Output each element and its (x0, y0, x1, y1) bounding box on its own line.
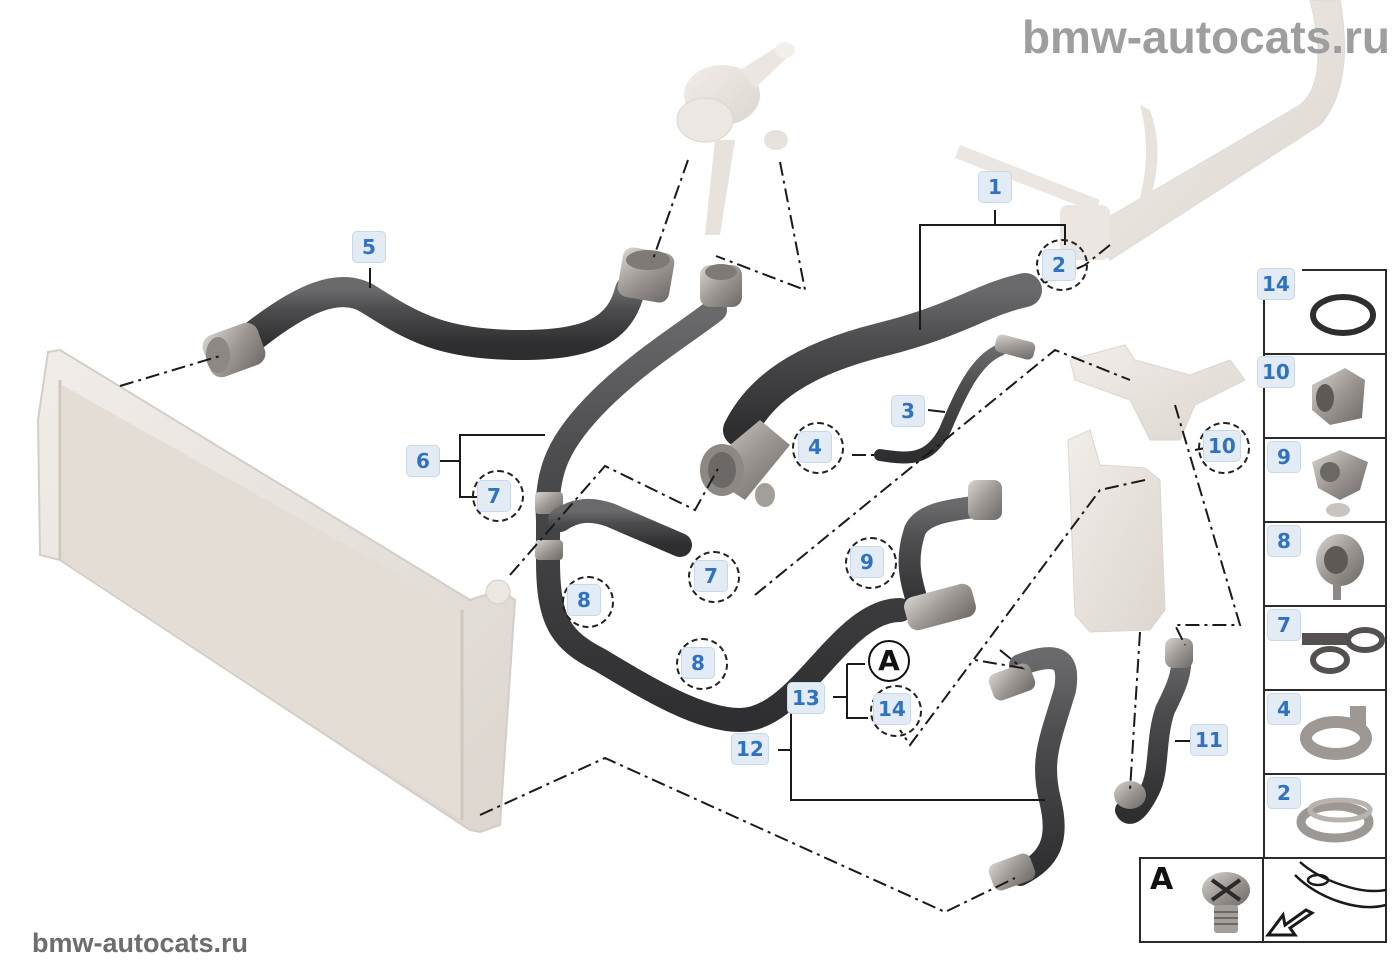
o-ring-icon (1310, 294, 1376, 336)
callout-4[interactable]: 4 (798, 431, 832, 463)
legend-callout-14[interactable]: 14 (1257, 268, 1295, 300)
thermostat-housing (676, 42, 795, 235)
hose-7-branch[interactable] (548, 498, 692, 557)
legend-detail-a-label: A (1150, 862, 1174, 897)
spring-clamp-icon (1296, 797, 1374, 843)
callout-2[interactable]: 2 (1042, 249, 1076, 281)
hose-3[interactable] (874, 333, 1037, 464)
callout-10[interactable]: 10 (1203, 430, 1241, 462)
hose-9[interactable] (898, 480, 1002, 632)
clip-pin-icon (1312, 450, 1368, 517)
bleed-screw-icon (1202, 872, 1250, 933)
legend-callout-4[interactable]: 4 (1267, 693, 1301, 725)
front-of-vehicle-arrow-icon (1265, 861, 1387, 937)
legend-callout-2[interactable]: 2 (1267, 777, 1301, 809)
hose-5[interactable] (199, 246, 676, 381)
callout-14[interactable]: 14 (873, 693, 911, 725)
watermark-top: bmw-autocats.ru (1021, 11, 1390, 63)
callout-12[interactable]: 12 (731, 733, 769, 765)
callout-6[interactable]: 6 (406, 445, 440, 477)
callout-9[interactable]: 9 (850, 546, 884, 578)
legend-callout-10[interactable]: 10 (1257, 356, 1295, 388)
hose-12[interactable] (987, 647, 1078, 893)
detail-a-marker[interactable]: A (868, 640, 910, 682)
callout-11[interactable]: 11 (1190, 724, 1228, 756)
watermark-bottom: bmw-autocats.ru (32, 928, 249, 958)
callout-1[interactable]: 1 (978, 171, 1012, 203)
hose-1[interactable] (700, 273, 1042, 507)
callout-8b[interactable]: 8 (681, 647, 715, 679)
clip-icon (1316, 534, 1364, 600)
legend-callout-9[interactable]: 9 (1267, 441, 1301, 473)
clamp-icon (1300, 706, 1372, 760)
callout-7a[interactable]: 7 (477, 480, 511, 512)
callout-7b[interactable]: 7 (694, 560, 728, 592)
callout-3[interactable]: 3 (891, 395, 925, 427)
legend-callout-7[interactable]: 7 (1267, 609, 1301, 641)
double-holder-icon (1302, 627, 1385, 674)
callout-8a[interactable]: 8 (567, 584, 601, 616)
callout-5[interactable]: 5 (352, 231, 386, 263)
engine-coolant-pipe (955, 0, 1345, 261)
mounting-bracket (1069, 344, 1246, 441)
radiator (36, 348, 517, 834)
callout-13[interactable]: 13 (787, 682, 825, 714)
legend-callout-8[interactable]: 8 (1267, 525, 1301, 557)
hose-11[interactable] (1114, 638, 1193, 824)
dash-dot-lines (119, 159, 1242, 914)
expansion-tank (1067, 429, 1166, 633)
coupling-icon (1312, 368, 1365, 425)
